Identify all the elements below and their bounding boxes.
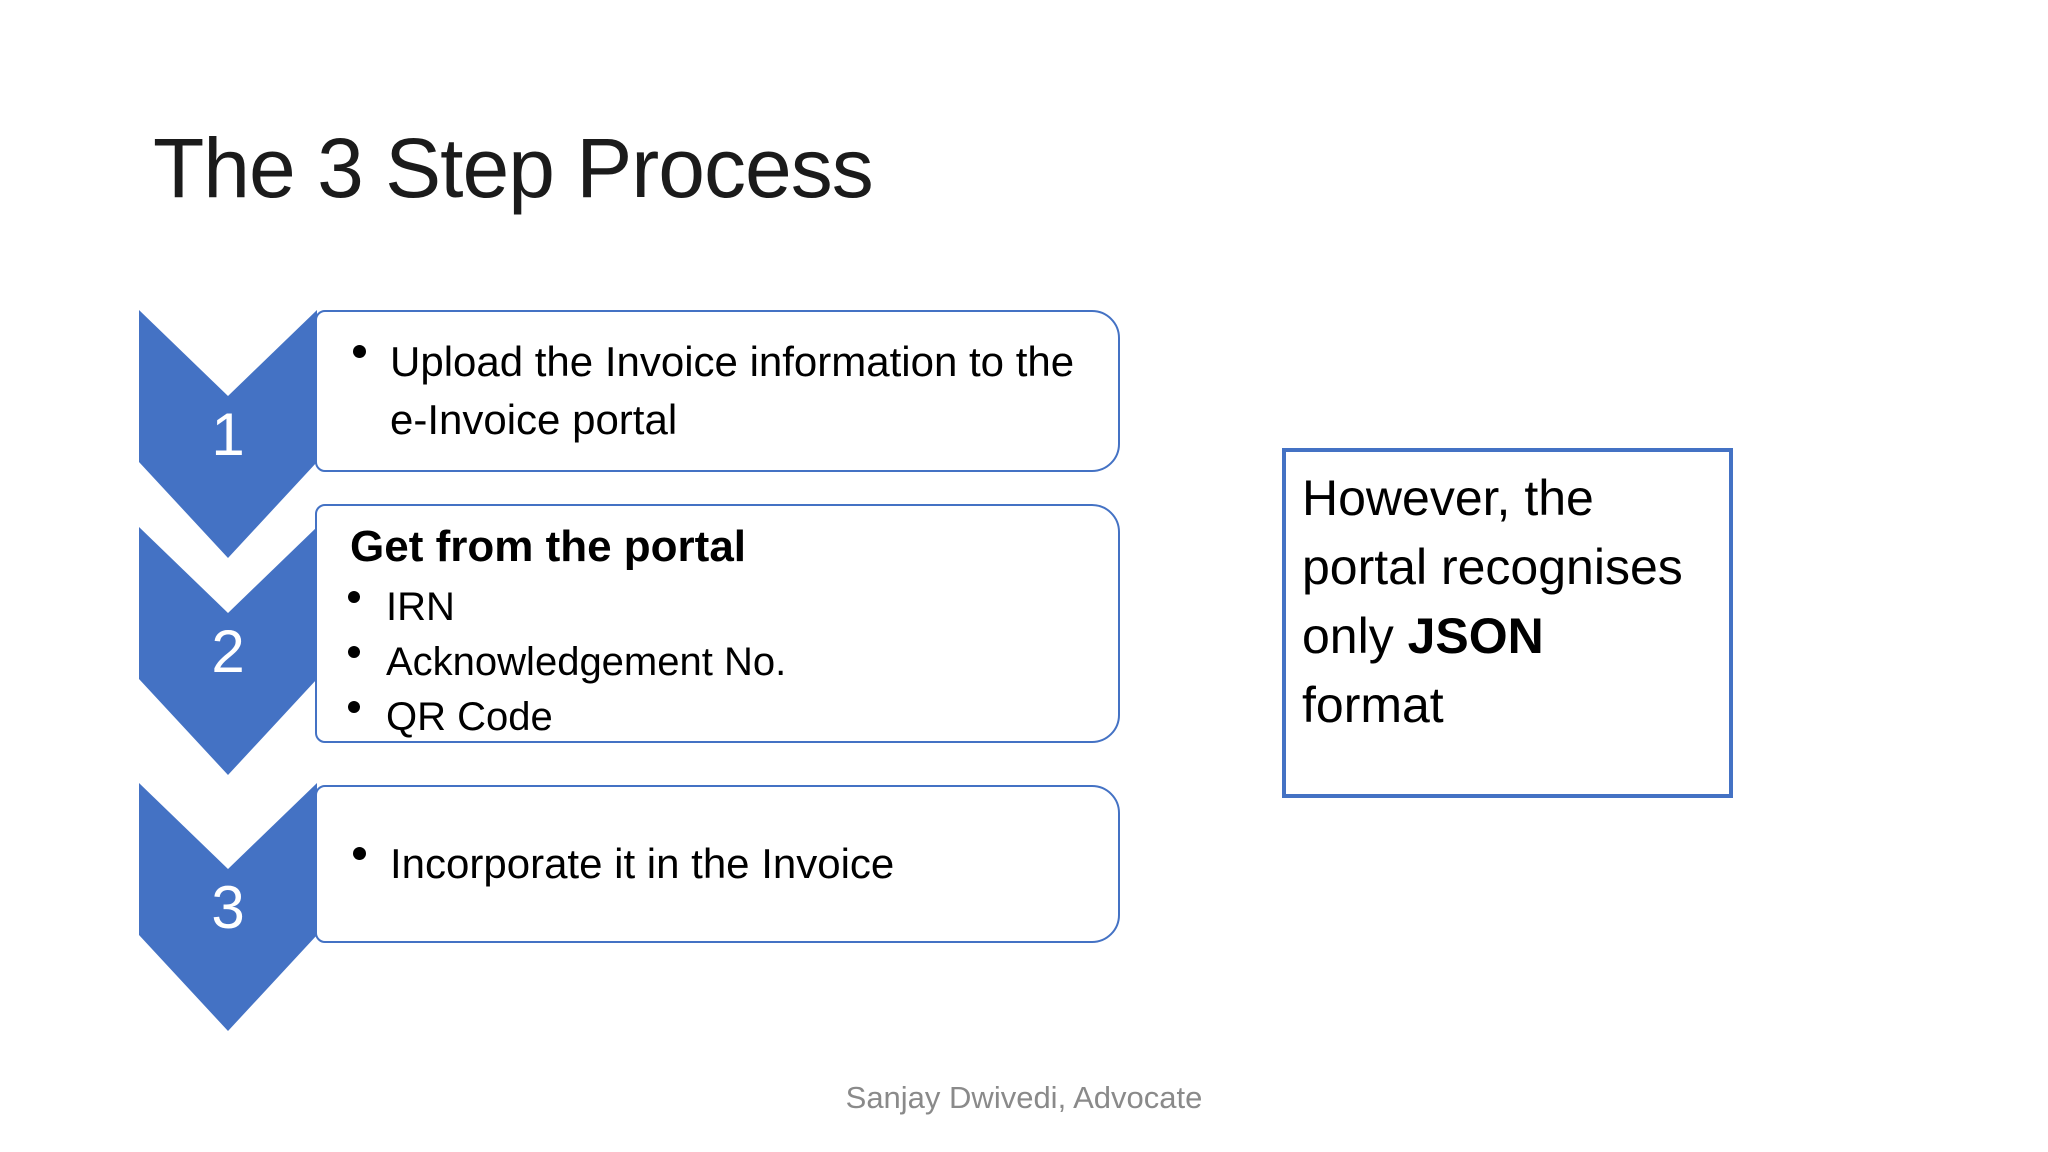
note-line: only JSON <box>1302 602 1719 671</box>
note-box: However, the portal recognises only JSON… <box>1282 448 1733 798</box>
slide-title: The 3 Step Process <box>153 121 874 215</box>
bullet-dot-icon <box>348 701 360 713</box>
step-3-bullet-item: Incorporate it in the Invoice <box>353 835 894 893</box>
step-3-text: Incorporate it in the Invoice <box>390 840 895 887</box>
chevron-down-shape <box>139 310 317 558</box>
step-1-box: Upload the Invoice information to the e-… <box>315 310 1120 472</box>
step-3-chevron: 3 <box>139 783 317 1031</box>
footer-credit: Sanjay Dwivedi, Advocate <box>845 1080 1203 1115</box>
bullet-dot-icon <box>348 591 360 603</box>
note-line-regular: only <box>1302 608 1408 664</box>
step-3-box: Incorporate it in the Invoice <box>315 785 1120 943</box>
chevron-down-shape <box>139 527 317 775</box>
step-2-bullet-text: Acknowledgement No. <box>386 640 787 684</box>
bullet-dot-icon <box>348 646 360 658</box>
step-2-bullet-item: QR Code <box>348 690 1098 745</box>
step-1-chevron: 1 <box>139 310 317 558</box>
step-2-bullet-text: IRN <box>386 585 455 629</box>
step-1-number: 1 <box>211 401 245 468</box>
step-2-number: 2 <box>211 618 245 685</box>
note-json-bold: JSON <box>1407 608 1544 664</box>
step-2-chevron: 2 <box>139 527 317 775</box>
step-2-bullet-item: IRN <box>348 580 1098 635</box>
step-1-text: Upload the Invoice information to the e-… <box>390 338 1075 443</box>
step-2-bullet-item: Acknowledgement No. <box>348 635 1098 690</box>
bullet-dot-icon <box>353 847 366 860</box>
step-2-box: Get from the portal IRN Acknowledgement … <box>315 504 1120 743</box>
step-2-bullet-list: IRN Acknowledgement No. QR Code <box>348 580 1098 745</box>
bullet-dot-icon <box>353 345 366 358</box>
chevron-down-shape <box>139 783 317 1031</box>
note-line: However, the <box>1302 470 1594 526</box>
step-2-heading: Get from the portal <box>350 522 747 571</box>
step-3-number: 3 <box>211 874 245 941</box>
note-line: portal recognises <box>1302 539 1683 595</box>
note-line: format <box>1302 677 1444 733</box>
step-1-bullet-item: Upload the Invoice information to the e-… <box>353 333 1080 449</box>
step-2-bullet-text: QR Code <box>386 695 553 739</box>
